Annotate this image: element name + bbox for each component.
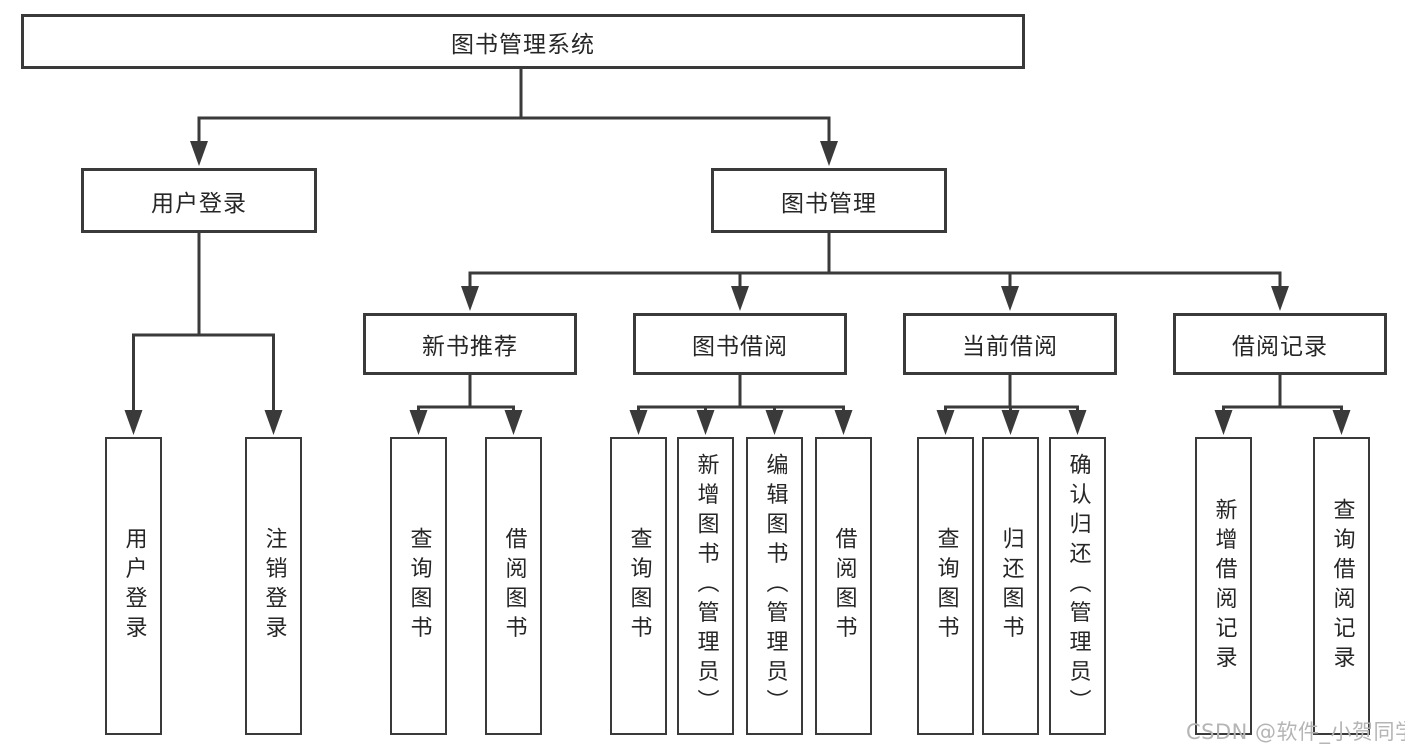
node-library-management-system: 图书管理系统: [21, 14, 1025, 69]
node-borrow-records: 借阅记录: [1173, 313, 1387, 375]
leaf-logout: 注销登录: [245, 437, 302, 735]
node-book-management: 图书管理: [711, 168, 947, 233]
leaf-confirm-return-admin: 确认归还（管理员）: [1049, 437, 1106, 735]
connector-rail-userlogin: [132, 333, 275, 410]
node-book-borrow: 图书借阅: [633, 313, 847, 375]
leaf-query-borrow-record: 查询借阅记录: [1313, 437, 1370, 735]
leaf-borrow-books: 借阅图书: [815, 437, 872, 735]
node-user-login: 用户登录: [81, 168, 317, 233]
node-current-borrow: 当前借阅: [903, 313, 1117, 375]
connector-rail-current: [944, 405, 1079, 410]
leaf-user-login: 用户登录: [105, 437, 162, 735]
connector-rail-recommend: [417, 405, 515, 410]
connector-rail-borrow: [637, 405, 845, 410]
node-new-book-recommend: 新书推荐: [363, 313, 577, 375]
leaf-query-books-current: 查询图书: [917, 437, 974, 735]
leaf-query-books-borrow: 查询图书: [610, 437, 667, 735]
leaf-edit-books-admin: 编辑图书（管理员）: [746, 437, 803, 735]
leaf-add-borrow-record: 新增借阅记录: [1195, 437, 1252, 735]
leaf-query-books-recommend: 查询图书: [390, 437, 447, 735]
leaf-borrow-books-recommend: 借阅图书: [485, 437, 542, 735]
leaf-add-books-admin: 新增图书（管理员）: [677, 437, 734, 735]
connector-rail-level1: [197, 116, 831, 141]
connector-rail-bookmgmt: [468, 271, 1282, 286]
leaf-return-books: 归还图书: [982, 437, 1039, 735]
connector-rail-records: [1222, 405, 1343, 410]
csdn-watermark: CSDN @软件_小贺同学: [1186, 720, 1405, 744]
